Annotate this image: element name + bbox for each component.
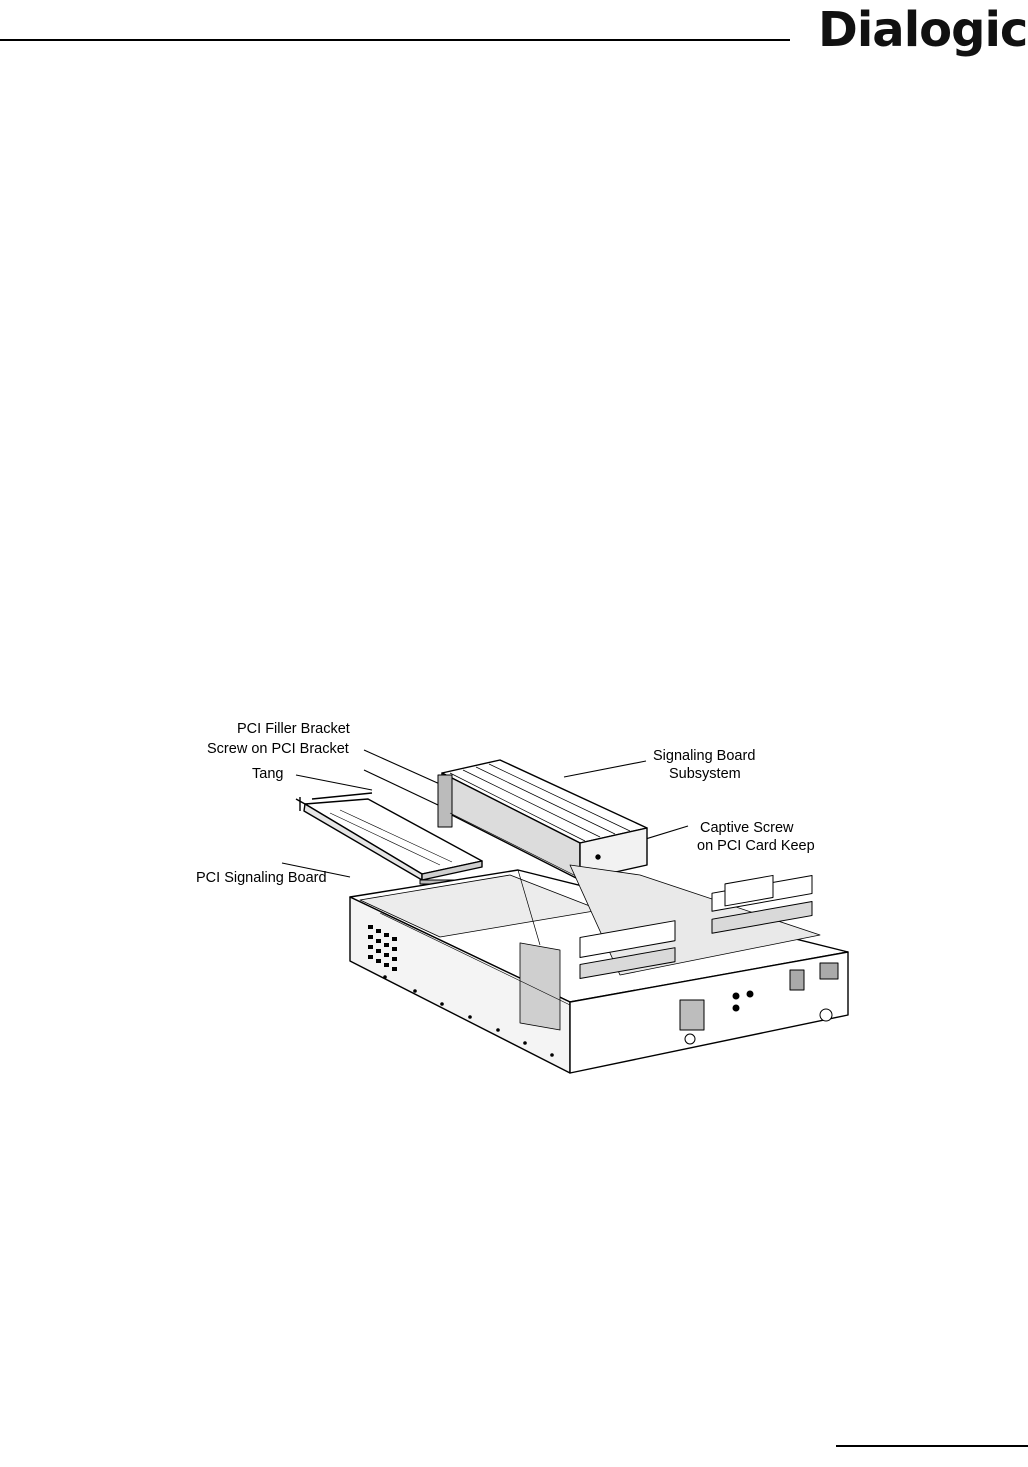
- callout-pci-filler-bracket: PCI Filler Bracket: [237, 721, 350, 737]
- rear-panel: [579, 874, 839, 1045]
- callout-captive-screw-line2: on PCI Card Keep: [697, 838, 815, 854]
- footer-rule: [836, 1445, 1028, 1447]
- callout-pci-signaling-board: PCI Signaling Board: [196, 870, 327, 886]
- side-vents: [368, 925, 397, 971]
- callout-signaling-board-subsystem-line1: Signaling Board: [653, 748, 756, 764]
- header-rule: [0, 39, 790, 41]
- chassis-figure: PCI Filler Bracket Screw on PCI Bracket …: [180, 715, 860, 1080]
- signaling-subsystem-shape: [437, 759, 648, 881]
- dialogic-logo: Dialogic®: [818, 0, 1028, 60]
- callout-signaling-board-subsystem-line2: Subsystem: [669, 766, 741, 782]
- chassis-drawing: [281, 749, 849, 1074]
- callout-captive-screw-line1: Captive Screw: [700, 820, 794, 836]
- callout-screw-on-pci-bracket: Screw on PCI Bracket: [207, 741, 349, 757]
- pci-signaling-board-shape: [295, 792, 483, 885]
- side-screws: [383, 975, 554, 1057]
- logo-text: Dialogic: [818, 2, 1028, 58]
- callout-tang: Tang: [252, 766, 284, 782]
